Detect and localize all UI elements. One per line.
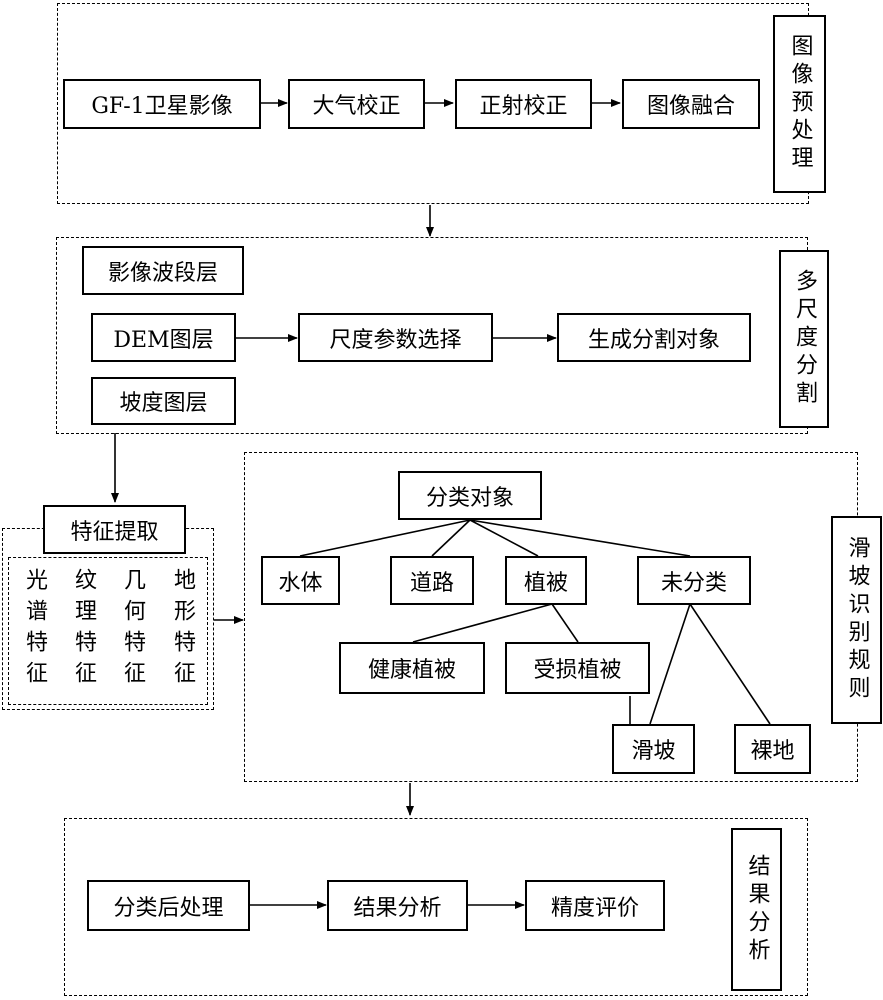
road-box: 道路 [390,556,474,605]
bare-land-box: 裸地 [734,724,811,774]
scale-parameter-box: 尺度参数选择 [298,313,493,362]
segmentation-objects-box: 生成分割对象 [557,313,751,362]
results-section [64,818,808,996]
feature-extraction-title: 特征提取 [43,505,186,554]
slope-layer-box: 坡度图层 [91,377,236,425]
preprocess-side-label: 图像预处理 [773,15,826,193]
accuracy-evaluation-box: 精度评价 [525,880,665,931]
texture-feature-column: 纹理特征 [71,568,96,692]
results-side-label: 结果分析 [731,828,782,991]
atmospheric-correction-box: 大气校正 [288,79,425,129]
unclassified-box: 未分类 [637,556,751,605]
image-band-layer-box: 影像波段层 [82,246,244,295]
healthy-vegetation-box: 健康植被 [339,642,485,694]
segmentation-side-label: 多尺度分割 [779,250,829,428]
rules-side-label: 滑坡识别规则 [831,516,882,724]
water-box: 水体 [261,556,340,605]
result-analysis-box: 结果分析 [327,880,468,931]
landslide-box: 滑坡 [612,724,695,774]
classification-object-box: 分类对象 [398,471,542,520]
image-fusion-box: 图像融合 [622,79,760,129]
gf1-image-box: GF-1卫星影像 [63,79,261,129]
post-classification-box: 分类后处理 [87,880,250,931]
terrain-feature-column: 地形特征 [170,568,195,692]
feature-inner-section [8,557,208,705]
ortho-correction-box: 正射校正 [455,79,592,129]
dem-layer-box: DEM图层 [91,313,236,362]
spectral-feature-column: 光谱特征 [22,568,47,692]
vegetation-box: 植被 [505,556,587,605]
geometric-feature-column: 几何特征 [120,568,145,692]
damaged-vegetation-box: 受损植被 [505,642,650,694]
